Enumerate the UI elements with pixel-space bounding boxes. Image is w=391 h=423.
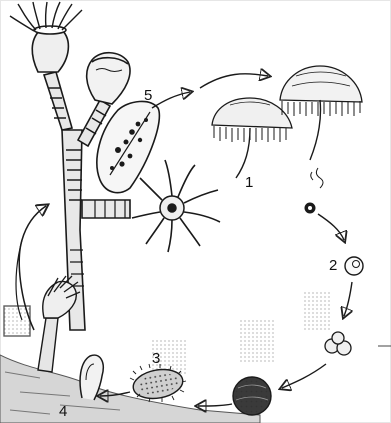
gonangium — [97, 92, 190, 193]
arrow-to-planula — [198, 404, 232, 406]
blastula — [233, 320, 274, 415]
label-2: 2 — [329, 258, 337, 273]
label-4: 4 — [59, 404, 67, 419]
label-3: 3 — [152, 351, 160, 366]
feeding-polyp — [132, 160, 220, 252]
fertilized-egg — [345, 257, 363, 275]
arrow-to-cleavage — [344, 282, 352, 316]
cleavage-stage — [302, 290, 351, 355]
medusa-small — [212, 98, 292, 178]
medusa-large — [280, 66, 362, 160]
gamete-trail — [311, 168, 323, 188]
arrow-to-blastula — [282, 364, 326, 388]
label-1: 1 — [245, 175, 253, 190]
label-5: 5 — [144, 88, 152, 103]
arrow-to-egg — [318, 214, 344, 240]
young-polyp — [4, 276, 80, 372]
arrow-to-medusa — [200, 74, 268, 88]
